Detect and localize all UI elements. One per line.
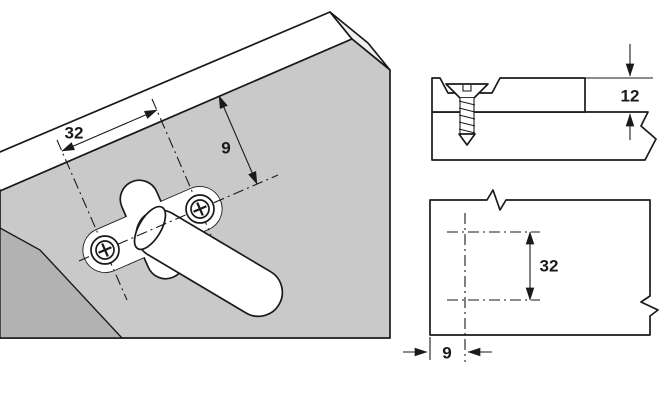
dimension-label-plate-height: 12: [621, 87, 640, 106]
screw-drive-notch: [462, 85, 472, 92]
rear-screw-slot-b: [196, 202, 204, 216]
plan-view: 32 9: [403, 189, 659, 363]
front-screw: [90, 235, 120, 265]
screw-thread-4: [458, 121, 476, 127]
front-screw-slot-b: [101, 243, 109, 257]
centerline-front-screw: [56, 139, 128, 301]
rear-screw: [185, 194, 215, 224]
support-pin-base: [133, 205, 167, 251]
isometric-view: 32 9: [0, 11, 391, 339]
screw-thread-1: [458, 100, 476, 106]
dimension-label-iso-edge-distance: 9: [221, 139, 230, 158]
dimension-line-iso-32: [61, 109, 158, 152]
screw-section: [445, 83, 489, 146]
support-pin: [135, 209, 284, 318]
panel-plan: [429, 189, 659, 336]
dimension-label-iso-hole-spacing: 32: [65, 124, 84, 143]
dimension-label-plan-hole-spacing: 32: [540, 257, 559, 276]
screw-thread-2: [458, 107, 476, 113]
screw-tip: [458, 133, 476, 146]
section-view: 12: [431, 44, 657, 161]
screw-thread-5: [458, 128, 476, 134]
dimension-line-iso-9: [218, 95, 258, 185]
panel-corner-shadow: [0, 227, 124, 339]
dimension-label-plan-edge-distance: 9: [442, 344, 451, 363]
panel-section: [431, 111, 657, 161]
screw-thread-3: [458, 114, 476, 120]
centerline-rear-screw: [151, 98, 212, 236]
